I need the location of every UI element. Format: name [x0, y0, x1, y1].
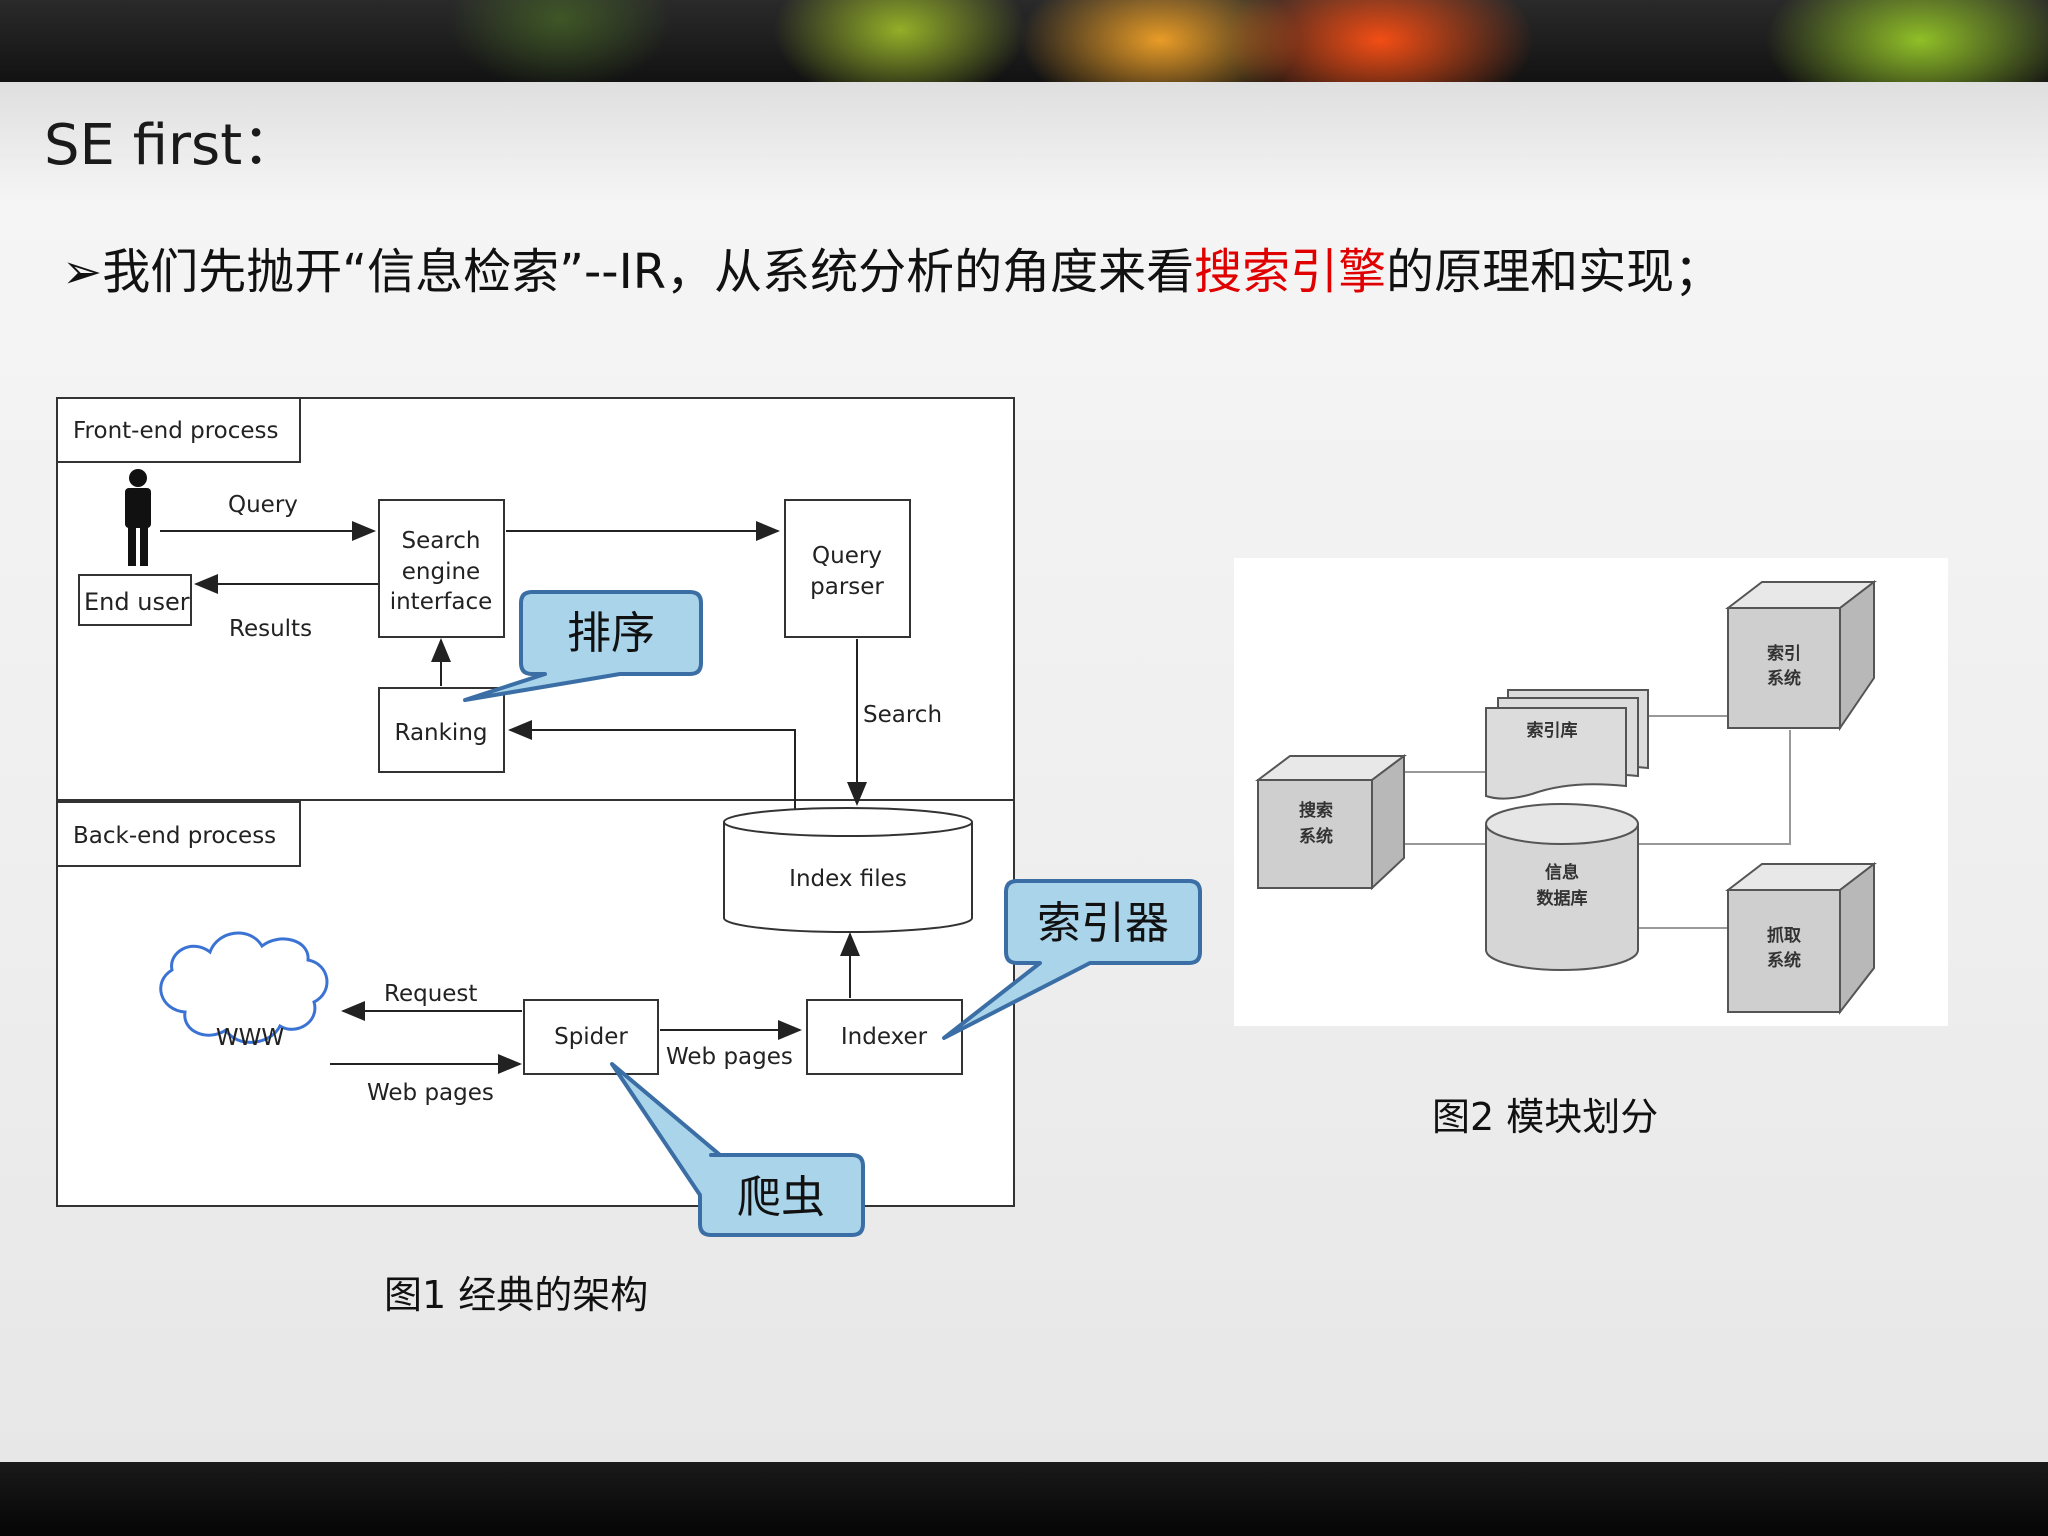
callout-indexer-label: 索引器 — [1037, 898, 1169, 949]
header-banner — [0, 0, 2048, 82]
figure2-modules: 索引 系统 索引库 搜索 系统 信息 数据库 抓取 系统 — [1234, 558, 1948, 1026]
spider-label: Spider — [554, 1024, 628, 1050]
query-parser-box — [784, 499, 911, 638]
index-system-cube — [1725, 579, 1877, 732]
index-system-line-1: 索引 — [1767, 643, 1801, 664]
search-interface-line-2: engine — [402, 559, 480, 585]
callout-indexer — [942, 879, 1202, 1040]
search-interface-line-1: Search — [401, 528, 480, 554]
web-pages-out-label: Web pages — [666, 1044, 793, 1070]
bullet-marker: ➢ — [62, 244, 103, 300]
front-end-label: Front-end process — [73, 418, 279, 444]
query-parser-line-2: parser — [810, 574, 884, 600]
search-interface-box — [378, 499, 505, 638]
request-label: Request — [384, 981, 477, 1007]
ranking-label: Ranking — [394, 720, 487, 746]
person-icon — [125, 469, 151, 566]
search-interface-line-3: interface — [390, 589, 493, 615]
footer-bar — [0, 1462, 2048, 1536]
callout-ranking-label: 排序 — [567, 608, 655, 659]
back-end-label: Back-end process — [73, 823, 276, 849]
query-label: Query — [228, 492, 298, 518]
results-label: Results — [229, 616, 312, 642]
info-database-line-1: 信息 — [1545, 862, 1579, 883]
slide-title: SE first： — [44, 113, 299, 178]
www-cloud — [159, 931, 329, 1044]
web-pages-in-label: Web pages — [367, 1080, 494, 1106]
back-end-label-box — [56, 801, 301, 867]
info-database-line-2: 数据库 — [1537, 888, 1588, 909]
crawl-system-line-2: 系统 — [1767, 950, 1801, 971]
front-end-label-box — [56, 397, 301, 463]
bullet-text-before: 我们先抛开“信息检索”--IR，从系统分析的角度来看 — [102, 244, 1195, 300]
header-fade — [0, 82, 2048, 202]
figure2-caption: 图2 模块划分 — [1432, 1095, 1659, 1139]
callout-spider-label: 爬虫 — [737, 1172, 825, 1223]
query-parser-line-1: Query — [812, 543, 882, 569]
index-files-label: Index files — [789, 866, 907, 892]
index-files-cylinder — [723, 807, 973, 933]
info-database-cylinder — [1485, 803, 1639, 971]
callout-spider — [610, 1062, 865, 1237]
figure1-caption: 图1 经典的架构 — [384, 1273, 649, 1317]
indexer-label: Indexer — [841, 1024, 928, 1050]
index-library-label: 索引库 — [1527, 720, 1578, 741]
www-label: WWW — [216, 1025, 284, 1051]
index-system-line-2: 系统 — [1767, 668, 1801, 689]
bullet-highlight: 搜索引擎 — [1194, 244, 1387, 300]
indexer-box — [806, 999, 963, 1075]
search-system-line-1: 搜索 — [1299, 800, 1333, 821]
spider-box — [523, 999, 659, 1075]
end-user-box — [78, 574, 192, 626]
index-library-stack — [1485, 689, 1649, 800]
bullet-line: ➢我们先抛开“信息检索”--IR，从系统分析的角度来看搜索引擎的原理和实现； — [62, 232, 1722, 302]
end-user-label: End user — [84, 588, 190, 616]
crawl-system-line-1: 抓取 — [1767, 925, 1801, 946]
search-label: Search — [863, 702, 942, 728]
ranking-box — [378, 687, 505, 773]
callout-ranking — [463, 590, 703, 702]
search-system-cube — [1255, 754, 1407, 891]
crawl-system-cube — [1725, 861, 1877, 1015]
search-system-line-2: 系统 — [1299, 826, 1333, 847]
bullet-text-after: 的原理和实现； — [1386, 244, 1723, 300]
